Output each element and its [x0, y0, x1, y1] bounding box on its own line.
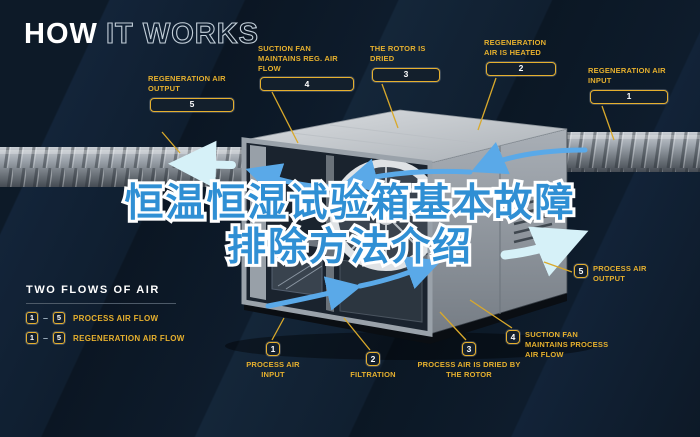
process-in-arrow	[265, 276, 362, 311]
legend-label: REGENERATION AIR FLOW	[73, 333, 185, 343]
callout-label: SUCTION FAN MAINTAINS REG. AIR FLOW	[258, 44, 338, 73]
step-badge: 3	[462, 342, 476, 356]
title-how: HOW	[24, 18, 98, 50]
regeneration-exit-arrow	[245, 163, 351, 197]
step-badge: 2	[366, 352, 380, 366]
legend-badge-from: 1	[26, 332, 38, 344]
process-output-arrow	[500, 226, 589, 277]
callout-label: REGENERATION AIR IS HEATED	[484, 38, 547, 57]
callout-process-air-output: 5 PROCESS AIR OUTPUT	[574, 264, 680, 284]
step-badge: 2	[486, 61, 556, 76]
cabinet-frame	[241, 137, 433, 337]
legend-badge-from: 1	[26, 312, 38, 324]
floor-shadow	[225, 332, 595, 360]
step-badge: 5	[574, 264, 588, 278]
legend-row-regeneration: 1 – 5 REGENERATION AIR FLOW	[26, 332, 185, 344]
legend-badge-to: 5	[53, 312, 66, 324]
callout-label: REGENERATION AIR INPUT	[588, 66, 666, 85]
dehumidifier-cabinet	[225, 109, 595, 360]
callout-suction-fan-reg: SUCTION FAN MAINTAINS REG. AIR FLOW 4	[258, 44, 354, 92]
step-badge: 5	[150, 97, 234, 112]
legend-dash: –	[43, 313, 49, 323]
callout-regeneration-air-input: REGENERATION AIR INPUT 1	[588, 66, 668, 104]
callout-label: PROCESS AIR IS DRIED BY THE ROTOR	[417, 360, 521, 379]
callout-process-air-dried: 3 PROCESS AIR IS DRIED BY THE ROTOR	[410, 342, 528, 380]
legend-label: PROCESS AIR FLOW	[73, 313, 159, 323]
callout-label: PROCESS AIR INPUT	[246, 360, 300, 379]
leader-lines	[161, 77, 615, 351]
callout-filtration: 2 FILTRATION	[330, 352, 416, 380]
callout-label: FILTRATION	[350, 370, 396, 379]
page-title: HOW IT WORKS	[24, 17, 259, 50]
legend-badge-to: 5	[53, 332, 66, 344]
legend-row-process: 1 – 5 PROCESS AIR FLOW	[26, 312, 185, 324]
step-badge: 4	[260, 77, 354, 92]
step-badge: 4	[506, 330, 520, 344]
step-badge: 1	[266, 342, 280, 356]
legend-two-flows: TWO FLOWS OF AIR 1 – 5 PROCESS AIR FLOW …	[26, 284, 185, 344]
callout-label: PROCESS AIR OUTPUT	[593, 264, 647, 283]
callout-label: SUCTION FAN MAINTAINS PROCESS AIR FLOW	[525, 330, 609, 359]
callout-regeneration-air-heated: REGENERATION AIR IS HEATED 2	[484, 38, 556, 76]
cabinet-base	[244, 293, 567, 344]
callout-process-air-input: 1 PROCESS AIR INPUT	[236, 342, 310, 380]
regeneration-in-arrow	[470, 142, 588, 175]
headline-line-2: 排除方法介绍	[227, 226, 473, 269]
legend-dash: –	[43, 333, 49, 343]
title-it-works: IT WORKS	[106, 18, 259, 50]
legend-divider	[26, 303, 176, 304]
headline-line-1: 恒温恒湿试验箱基本故障	[124, 182, 575, 225]
legend-heading: TWO FLOWS OF AIR	[26, 284, 160, 296]
callout-rotor-is-dried: THE ROTOR IS DRIED 3	[370, 44, 440, 82]
callout-label: THE ROTOR IS DRIED	[370, 44, 426, 63]
regeneration-cross-arrow	[342, 158, 473, 193]
step-badge: 1	[590, 89, 668, 104]
process-cross-arrow	[357, 256, 442, 289]
callout-label: REGENERATION AIR OUTPUT	[148, 74, 226, 93]
callout-regeneration-air-output: REGENERATION AIR OUTPUT 5	[148, 74, 234, 112]
regeneration-output-arrow	[168, 140, 236, 189]
step-badge: 3	[372, 67, 440, 82]
callout-suction-fan-process: 4 SUCTION FAN MAINTAINS PROCESS AIR FLOW	[506, 330, 620, 359]
airflow-arrows	[168, 140, 589, 311]
